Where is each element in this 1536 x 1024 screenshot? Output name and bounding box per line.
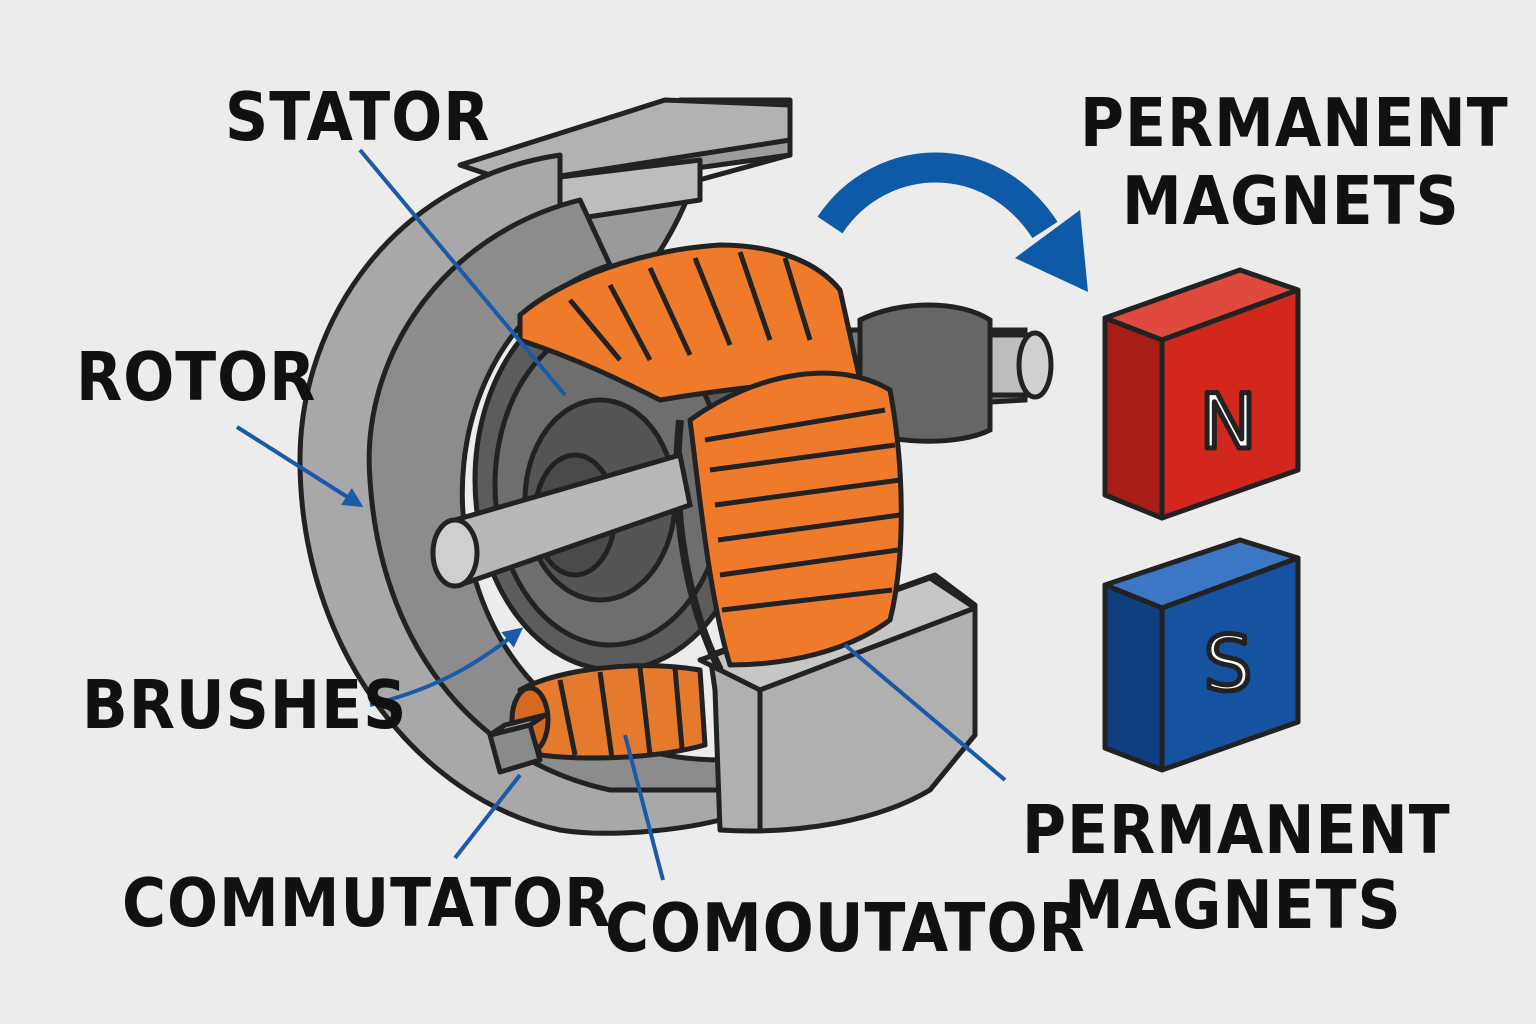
label-magnets-bottom-line2: MAGNETS bbox=[1064, 866, 1402, 945]
leader-rotor bbox=[235, 425, 364, 508]
leader-commutator bbox=[453, 773, 522, 860]
leader-magnets-bottom bbox=[843, 643, 1007, 782]
leader-comoutator bbox=[623, 734, 665, 881]
label-magnets-top-line2: MAGNETS bbox=[1122, 162, 1460, 241]
armature-coils bbox=[517, 242, 904, 672]
label-comoutator: COMOUTATOR bbox=[605, 889, 1086, 968]
north-pole-letter: N bbox=[1200, 377, 1257, 466]
commutator bbox=[487, 663, 708, 775]
housing-inner-ring bbox=[366, 197, 723, 793]
magnet-north: N bbox=[1102, 267, 1301, 521]
label-commutator: COMMUTATOR bbox=[122, 864, 612, 943]
magnet-south: S bbox=[1102, 537, 1301, 773]
leader-stator bbox=[358, 148, 567, 397]
south-pole-letter: S bbox=[1204, 619, 1252, 708]
curved-arrow bbox=[817, 152, 1058, 239]
label-rotor: ROTOR bbox=[76, 338, 317, 417]
leader-lines bbox=[235, 148, 1007, 881]
label-magnets-bottom-line1: PERMANENT bbox=[1022, 791, 1451, 870]
coil-front-band bbox=[687, 370, 904, 668]
leader-brushes bbox=[369, 627, 524, 707]
label-stator: STATOR bbox=[225, 78, 491, 157]
shaft-rear bbox=[847, 302, 1054, 444]
curved-arrowhead bbox=[1015, 210, 1088, 292]
shaft-front bbox=[430, 451, 693, 589]
label-brushes: BRUSHES bbox=[82, 666, 408, 745]
label-magnets-top-line1: PERMANENT bbox=[1080, 84, 1509, 163]
